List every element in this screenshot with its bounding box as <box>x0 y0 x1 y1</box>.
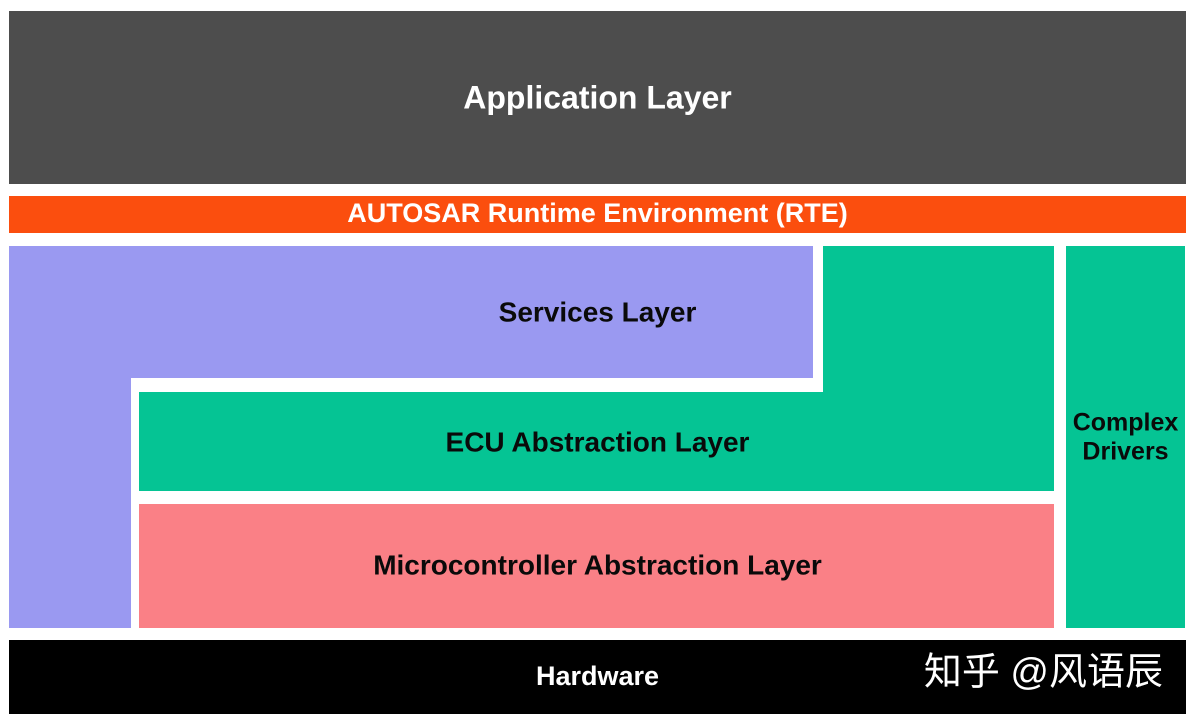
application-layer-label: Application Layer <box>463 79 732 116</box>
ecu-abstraction-layer-label: ECU Abstraction Layer <box>445 426 750 458</box>
watermark: 知乎 @风语辰 <box>923 651 1163 694</box>
ecu-abstraction-layer-box <box>139 392 1054 491</box>
complex-drivers-box <box>1066 246 1185 628</box>
rte-bar <box>9 196 1186 233</box>
hardware-label: Hardware <box>535 661 660 692</box>
hardware-bar <box>9 640 1186 714</box>
rte-label: AUTOSAR Runtime Environment (RTE) <box>347 198 848 229</box>
services-layer-left-column <box>9 246 131 628</box>
services-layer-box <box>9 246 813 378</box>
microcontroller-abstraction-layer-label: Microcontroller Abstraction Layer <box>373 549 822 581</box>
microcontroller-abstraction-layer-box <box>139 504 1054 628</box>
complex-drivers-label: Complex Drivers <box>1072 408 1179 465</box>
services-layer-label: Services Layer <box>498 296 697 328</box>
application-layer-box <box>9 11 1186 184</box>
